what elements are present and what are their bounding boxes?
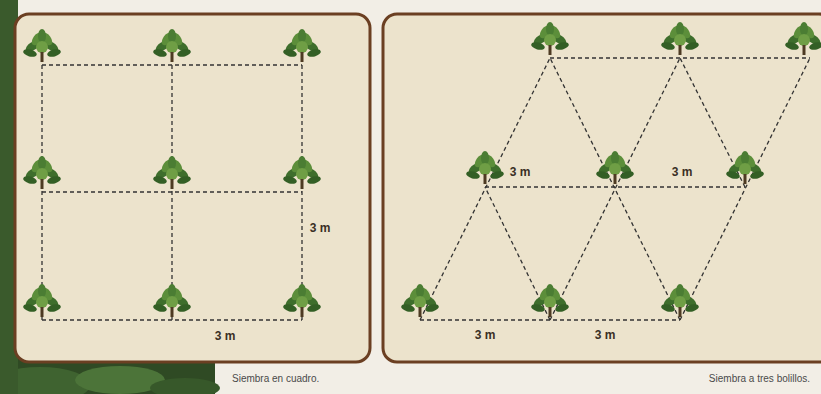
dimension-label: 3 m xyxy=(672,166,693,179)
plant-icons xyxy=(22,29,321,317)
dimension-label: 3 m xyxy=(475,329,496,342)
triangle-grid xyxy=(420,58,810,320)
left-panel xyxy=(15,14,370,362)
right-panel xyxy=(383,14,821,362)
dimension-label: 3 m xyxy=(310,222,331,235)
dimension-label: 3 m xyxy=(595,329,616,342)
panel-caption: Siembra en cuadro. xyxy=(232,373,319,384)
plant-icons xyxy=(400,22,821,317)
dimension-label: 3 m xyxy=(215,330,236,343)
dimension-label: 3 m xyxy=(510,166,531,179)
panel-caption: Siembra a tres bolillos. xyxy=(709,373,810,384)
square-grid xyxy=(42,65,302,320)
